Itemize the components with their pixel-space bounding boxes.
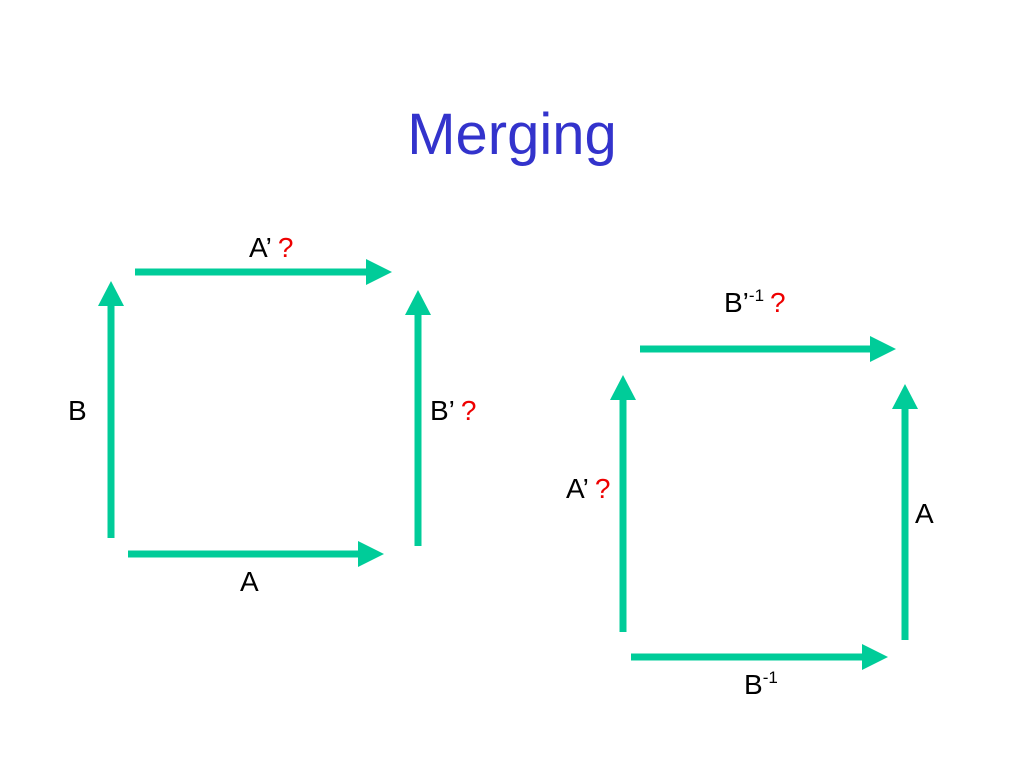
right-bottom-label-text: B <box>744 669 763 700</box>
right-top-arrow <box>640 336 896 362</box>
left-bottom-label: A <box>240 566 259 598</box>
left-square-arrows <box>98 259 431 567</box>
right-top-question-mark: ? <box>770 287 786 318</box>
right-left-arrow <box>610 375 636 632</box>
right-right-label: A <box>915 498 934 530</box>
right-right-label-text: A <box>915 498 934 529</box>
right-bottom-label-superscript: -1 <box>762 668 778 687</box>
left-bottom-label-text: A <box>240 566 259 597</box>
slide-title: Merging <box>407 102 617 167</box>
right-left-question-mark: ? <box>594 473 611 504</box>
right-right-arrow <box>892 384 918 640</box>
left-left-label-text: B <box>68 395 87 426</box>
left-right-label-text: B’ <box>430 395 455 426</box>
left-left-label: B <box>68 395 87 427</box>
left-top-arrow <box>135 259 392 285</box>
right-square-arrows <box>610 336 918 670</box>
right-bottom-label: B-1 <box>744 668 778 705</box>
left-top-question-mark: ? <box>277 232 294 263</box>
left-right-label: B’? <box>430 395 476 427</box>
left-top-label-text: A’ <box>249 232 272 263</box>
left-right-question-mark: ? <box>460 395 477 426</box>
right-left-label: A’? <box>566 473 610 505</box>
left-bottom-arrow <box>128 541 384 567</box>
right-top-label: B’-1? <box>724 286 786 323</box>
left-top-label: A’? <box>249 232 293 264</box>
right-top-label-superscript: -1 <box>748 286 765 305</box>
left-right-arrow <box>405 290 431 546</box>
left-left-arrow <box>98 281 124 538</box>
right-top-label-text: B’ <box>724 287 749 318</box>
right-left-label-text: A’ <box>566 473 589 504</box>
right-bottom-arrow <box>631 644 888 670</box>
